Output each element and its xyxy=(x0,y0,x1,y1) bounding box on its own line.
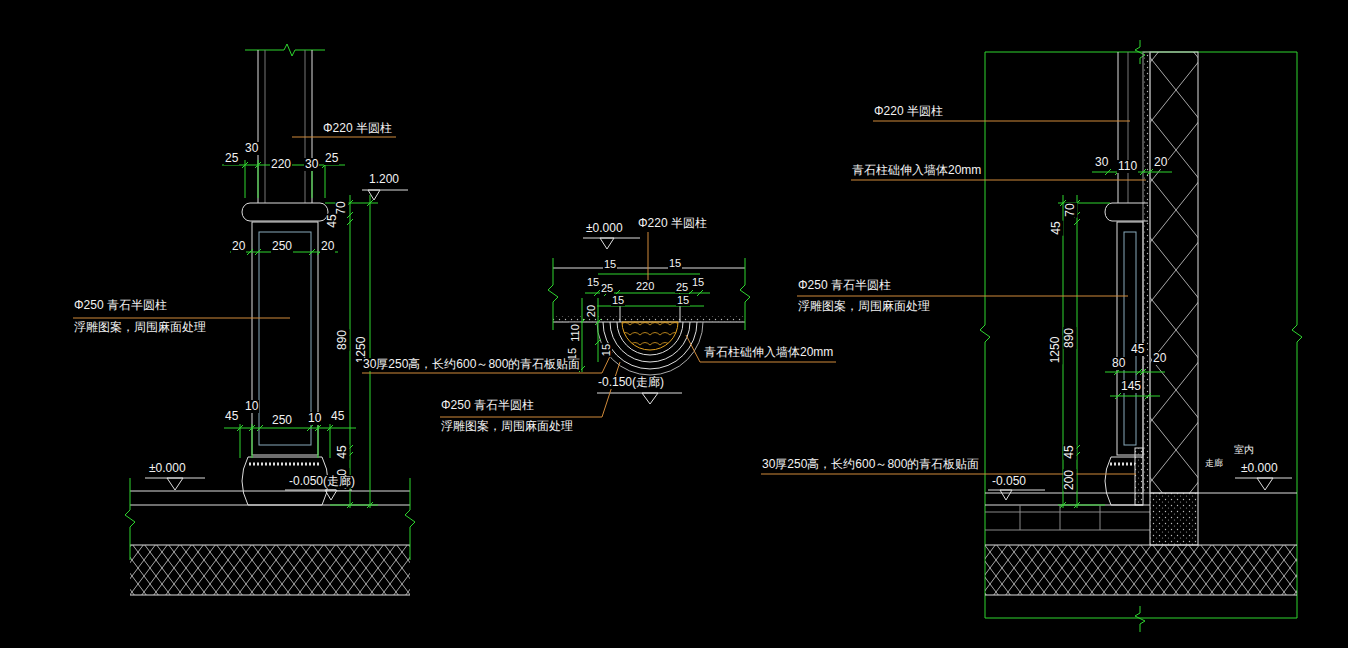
area-name: 走廊 xyxy=(1204,459,1224,469)
leader-note: 浮雕图案，周围麻面处理 xyxy=(440,420,574,433)
dimension: 30 xyxy=(304,158,319,171)
dimension: 45 xyxy=(330,410,345,423)
dimension: 250 xyxy=(271,240,293,253)
dimension: 20 xyxy=(585,304,597,318)
leader-note: Φ220 半圆柱 xyxy=(322,122,393,135)
dimension: 25 xyxy=(224,152,239,165)
dimension: 15 xyxy=(600,343,612,357)
dimension: 220 xyxy=(635,280,655,292)
dimension: 30 xyxy=(1094,156,1109,169)
leader-note: Φ220 半圆柱 xyxy=(873,105,944,118)
dimension: 20 xyxy=(320,240,335,253)
leader-note: Φ220 半圆柱 xyxy=(637,217,708,230)
dimension: 80 xyxy=(1111,357,1126,370)
dimension: 20 xyxy=(1152,352,1167,365)
level-mark: ±0.000 xyxy=(148,462,187,475)
dimension: 45 xyxy=(336,444,349,459)
level-mark: 1.200 xyxy=(368,173,400,186)
level-mark: -0.150(走廊) xyxy=(597,376,665,389)
dimension: 250 xyxy=(271,414,293,427)
dimension: 15 xyxy=(611,294,625,306)
dimension: 110 xyxy=(569,323,581,343)
dimension: 10 xyxy=(244,400,259,413)
dimension: 45 xyxy=(1050,220,1063,235)
dimension: 1250 xyxy=(1049,336,1062,365)
level-mark: ±0.000 xyxy=(1240,462,1279,475)
leader-note: 浮雕图案，周围麻面处理 xyxy=(797,300,931,313)
dimension: 890 xyxy=(1063,327,1076,349)
dimension: 45 xyxy=(224,410,239,423)
level-mark: -0.050(走廊) xyxy=(288,475,356,488)
dimension: 20 xyxy=(231,240,246,253)
dimension: 15 xyxy=(586,276,600,288)
leader-note: Φ250 青石半圆柱 xyxy=(440,399,535,412)
leader-note: Φ250 青石半圆柱 xyxy=(797,279,892,292)
dimension: 45 xyxy=(1063,444,1076,459)
dimension: 145 xyxy=(1120,380,1142,393)
dimension: 25 xyxy=(675,281,689,293)
dimension: 220 xyxy=(270,158,292,171)
leader-note: 30厚250高，长约600～800的青石板贴面 xyxy=(362,358,581,371)
level-mark: ±0.000 xyxy=(585,222,624,235)
dimension: 70 xyxy=(1064,202,1077,217)
dimension: 45 xyxy=(326,213,339,228)
dimension: 110 xyxy=(1117,160,1138,173)
leader-note: 青石柱础伸入墙体20mm xyxy=(851,164,982,177)
leader-note: 浮雕图案，周围麻面处理 xyxy=(73,321,207,334)
middle-plan xyxy=(362,232,836,417)
dimension: 15 xyxy=(676,294,690,306)
dimension: 25 xyxy=(324,152,339,165)
dimension: 20 xyxy=(1153,156,1168,169)
area-name: 室内 xyxy=(1233,444,1255,455)
dimension: 200 xyxy=(1063,469,1076,491)
dimension: 15 xyxy=(603,258,617,270)
dimension: 25 xyxy=(600,282,614,294)
dimension: 10 xyxy=(307,412,322,425)
dimension: 30 xyxy=(244,142,259,155)
level-mark: -0.050 xyxy=(991,475,1027,488)
dimension: 890 xyxy=(336,329,349,351)
right-elevation xyxy=(761,40,1302,632)
dimension: 15 xyxy=(668,257,682,269)
left-elevation xyxy=(73,44,415,595)
dimension: 45 xyxy=(1130,343,1145,356)
leader-note: Φ250 青石半圆柱 xyxy=(73,299,168,312)
dimension: 15 xyxy=(691,276,705,288)
leader-note: 30厚250高，长约600～800的青石板贴面 xyxy=(761,458,980,471)
leader-note: 青石柱础伸入墙体20mm xyxy=(703,346,834,359)
